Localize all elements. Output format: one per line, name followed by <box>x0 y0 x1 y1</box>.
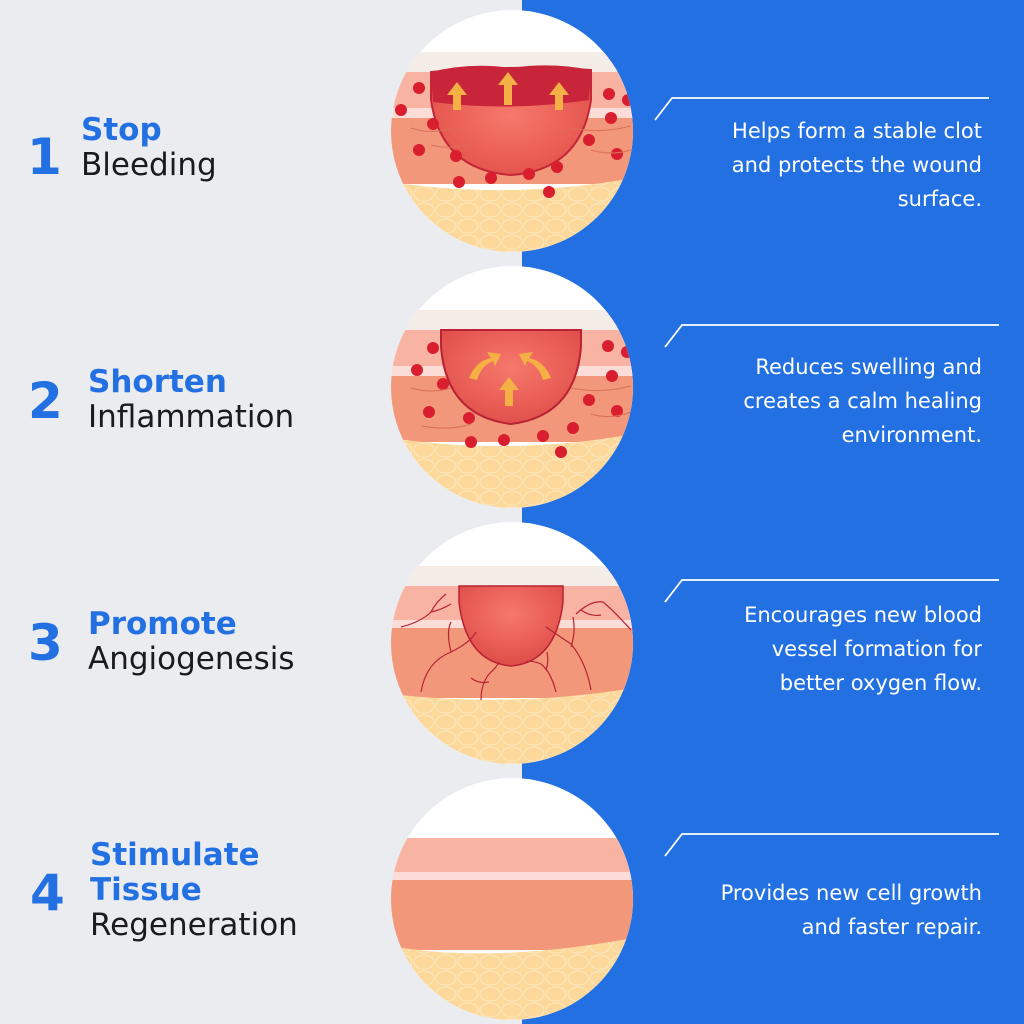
step-title-highlight: Stop <box>81 112 162 148</box>
step-title-highlight: Promote <box>88 606 237 642</box>
step-description: Helps form a stable clot and protects th… <box>731 119 982 211</box>
step-title-rest: Regeneration <box>90 907 298 943</box>
step-number: 1 <box>27 128 62 186</box>
description-bracket <box>654 97 989 121</box>
healed-skin-icon <box>391 778 633 1020</box>
step-title: Stop Bleeding <box>81 113 217 183</box>
step-title-rest: Angiogenesis <box>88 641 295 677</box>
step-title: Promote Angiogenesis <box>88 607 295 677</box>
step-number: 4 <box>30 864 65 922</box>
description-bracket <box>664 833 999 857</box>
step-description: Encourages new blood vessel formation fo… <box>744 603 982 695</box>
description-bracket <box>664 579 999 603</box>
step-title: Shorten Inflammation <box>88 365 294 435</box>
step-number: 3 <box>28 614 63 672</box>
step-description: Reduces swelling and creates a calm heal… <box>743 355 982 447</box>
step-title-highlight: Tissue <box>90 872 202 908</box>
description-bracket <box>664 324 999 348</box>
step-title-highlight: Shorten <box>88 364 227 400</box>
step-description: Provides new cell growth and faster repa… <box>720 881 982 939</box>
step-title-rest: Bleeding <box>81 147 217 183</box>
wound-bleeding-icon <box>391 10 633 252</box>
step-number: 2 <box>28 372 63 430</box>
step-title-rest: Inflammation <box>88 399 295 435</box>
step-title: Stimulate Tissue Regeneration <box>90 838 298 943</box>
wound-inflammation-icon <box>391 266 633 508</box>
wound-angiogenesis-icon <box>391 522 633 764</box>
step-title-highlight: Stimulate <box>90 837 260 873</box>
